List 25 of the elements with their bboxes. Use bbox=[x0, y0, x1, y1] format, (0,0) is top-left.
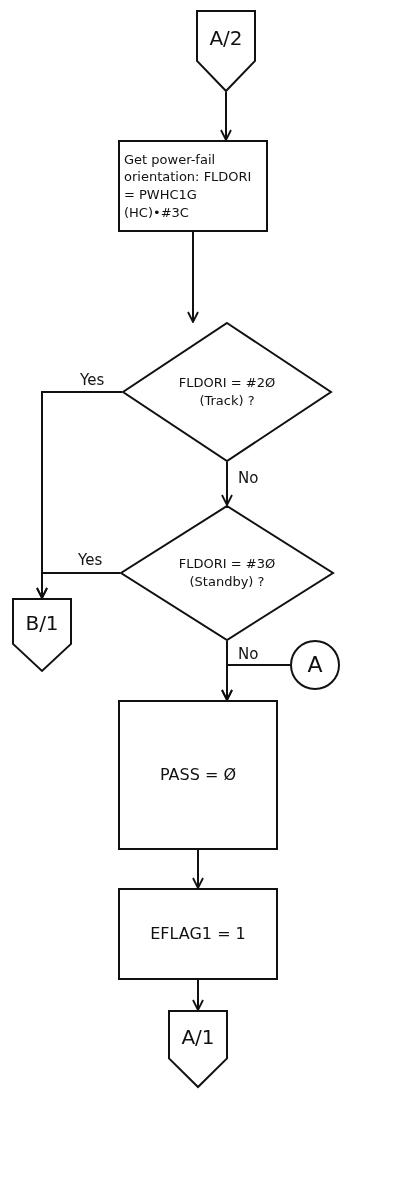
process-box bbox=[118, 700, 278, 850]
offpage-connector bbox=[12, 598, 72, 672]
arrow bbox=[221, 664, 291, 701]
decision-diamond bbox=[122, 322, 332, 462]
decision-diamond bbox=[120, 505, 334, 641]
arrow bbox=[192, 849, 204, 889]
arrow bbox=[221, 461, 233, 506]
connector-circle bbox=[290, 640, 340, 690]
node-text: A/2 bbox=[209, 24, 243, 52]
node-text: FLDORI = #3Ø (Standby) ? bbox=[177, 555, 277, 591]
node-text: Get power-fail orientation: FLDORI = PWHC1G (HC)•#3C bbox=[123, 150, 253, 222]
arrow bbox=[192, 979, 204, 1011]
node-text: FLDORI = #2Ø (Track) ? bbox=[177, 374, 277, 410]
node-text: B/1 bbox=[25, 609, 59, 637]
node-text: A/1 bbox=[181, 1023, 215, 1051]
arrow bbox=[36, 572, 121, 599]
node-text: A bbox=[307, 651, 323, 680]
node-text: EFLAG1 = 1 bbox=[150, 923, 246, 945]
arrow bbox=[187, 231, 199, 323]
offpage-connector bbox=[168, 1010, 228, 1088]
process-box bbox=[118, 140, 268, 232]
offpage-connector bbox=[196, 10, 256, 92]
node-text: PASS = Ø bbox=[159, 764, 237, 786]
arrow bbox=[220, 91, 232, 141]
process-box bbox=[118, 888, 278, 980]
